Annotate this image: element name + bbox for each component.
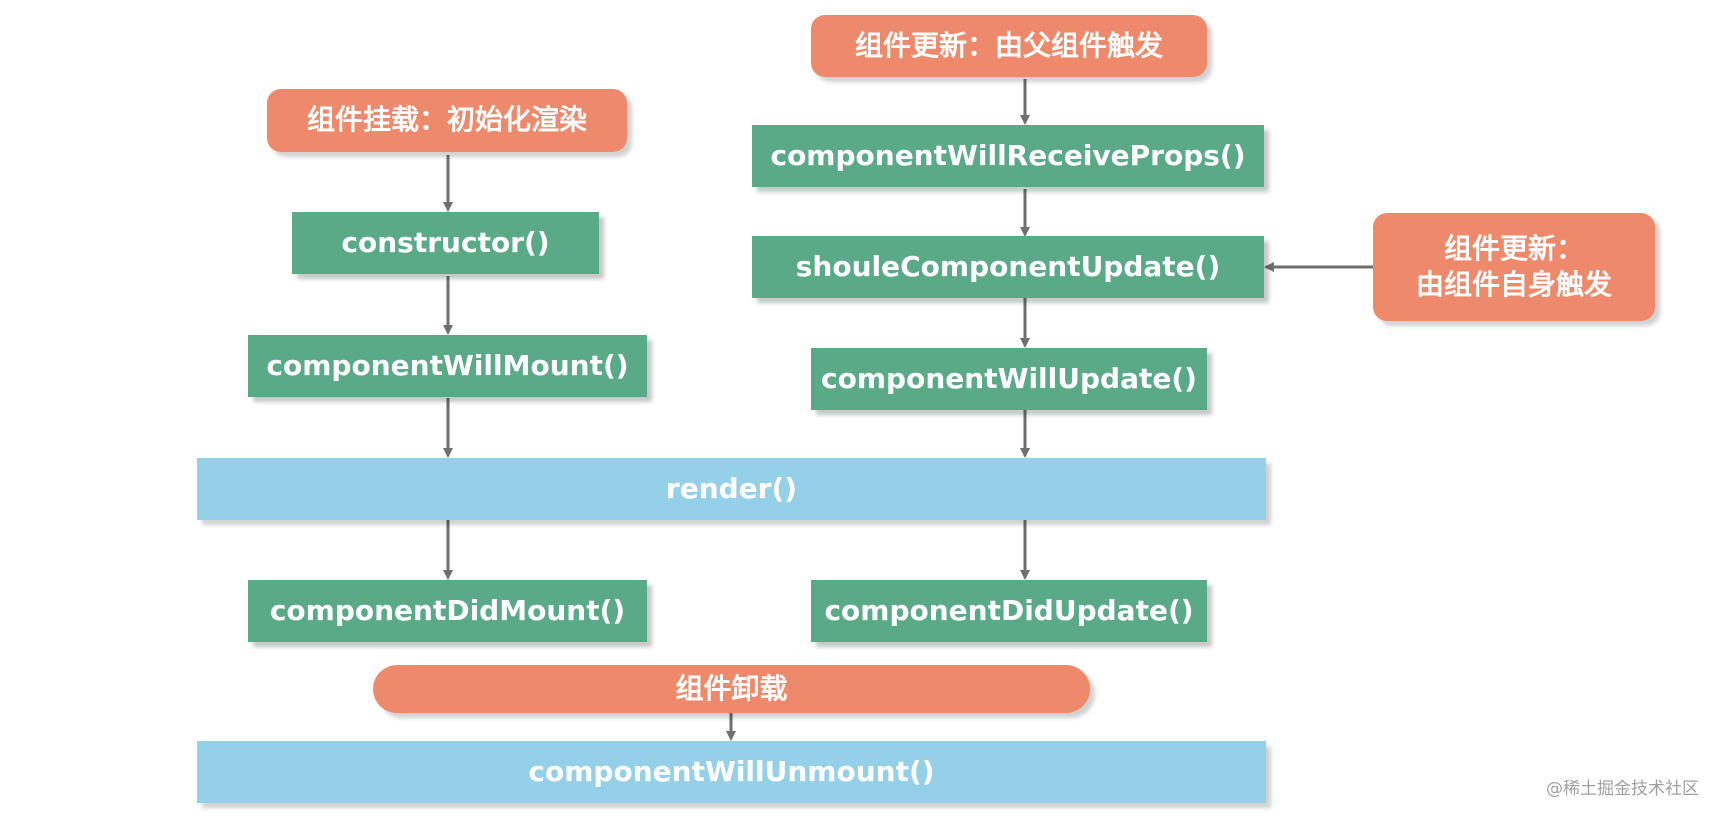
component-will-update-node: componentWillUpdate() (811, 348, 1207, 410)
component-will-receive-props-node: componentWillReceiveProps() (752, 125, 1264, 187)
update-self-trigger: 组件更新： 由组件自身触发 (1373, 213, 1655, 321)
component-will-mount-node: componentWillMount() (248, 335, 647, 397)
component-did-update-node: componentDidUpdate() (811, 580, 1207, 642)
constructor-node: constructor() (292, 212, 599, 274)
component-will-unmount-node: componentWillUnmount() (197, 741, 1266, 803)
component-did-mount-node: componentDidMount() (248, 580, 647, 642)
watermark: @稀土掘金技术社区 (1546, 779, 1699, 799)
update-parent-trigger: 组件更新：由父组件触发 (811, 15, 1207, 77)
render-node: render() (197, 458, 1266, 520)
unmount-trigger: 组件卸载 (373, 665, 1090, 713)
mount-trigger: 组件挂载：初始化渲染 (267, 89, 627, 152)
should-component-update-node: shouleComponentUpdate() (752, 236, 1264, 298)
update-self-title-line2: 由组件自身触发 (1415, 268, 1612, 301)
update-self-title-line1: 组件更新： (1443, 231, 1584, 265)
